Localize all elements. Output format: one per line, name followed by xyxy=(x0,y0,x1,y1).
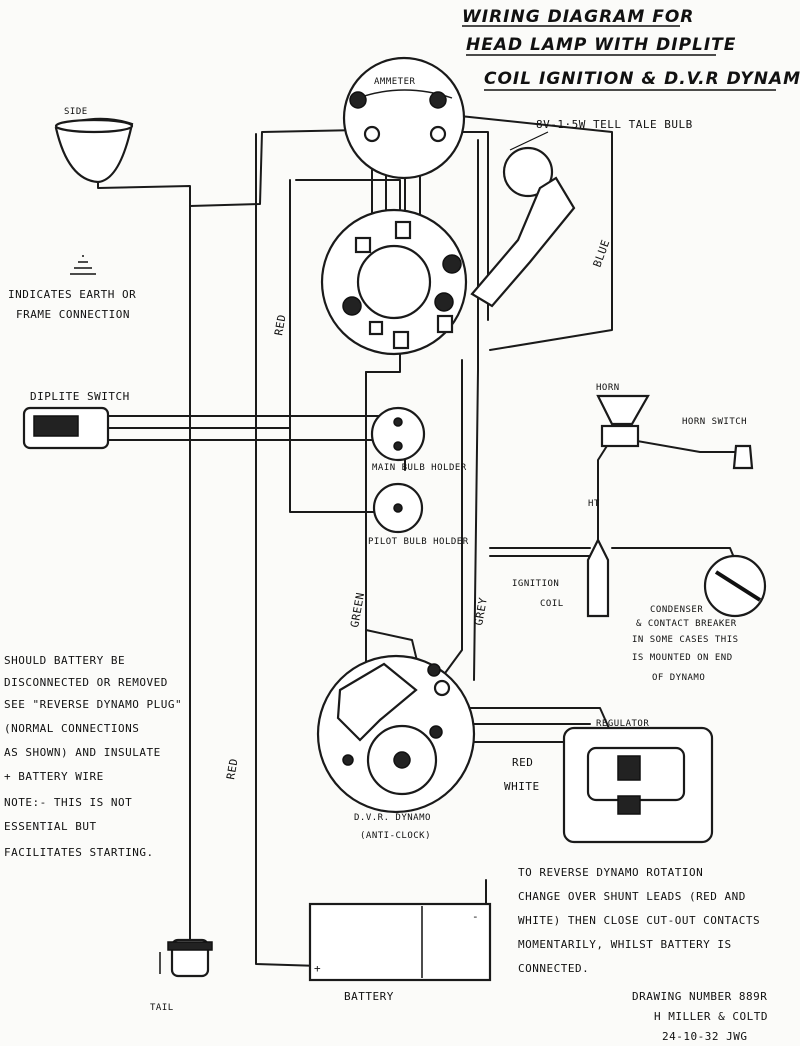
title-line-2: HEAD LAMP WITH DIPLITE xyxy=(466,35,736,55)
lighting-switch-panel xyxy=(320,208,468,356)
side-label: SIDE xyxy=(64,107,88,117)
horn-label: HORN xyxy=(596,383,620,393)
regulator-label: REGULATOR xyxy=(596,719,649,729)
blue-wire-label: BLUE xyxy=(591,238,613,269)
ammeter: AMMETER xyxy=(342,56,466,180)
reverse-note-line-2: CHANGE OVER SHUNT LEADS (RED AND xyxy=(518,890,746,903)
battery: + - BATTERY xyxy=(308,902,492,1003)
tail-lamp: TAIL xyxy=(150,938,213,1013)
earth-legend-line-2: FRAME CONNECTION xyxy=(16,308,130,321)
reverse-note-line-1: TO REVERSE DYNAMO ROTATION xyxy=(518,866,703,879)
earth-legend-line-1: INDICATES EARTH OR xyxy=(8,288,136,301)
diagram-title: WIRING DIAGRAM FOR HEAD LAMP WITH DIPLIT… xyxy=(462,7,800,91)
condenser-label-4: IS MOUNTED ON END xyxy=(632,653,733,663)
title-line-1: WIRING DIAGRAM FOR xyxy=(462,7,694,27)
red-lead-label: RED xyxy=(512,756,533,769)
battery-minus-sign: - xyxy=(472,910,479,923)
condenser-label-3: IN SOME CASES THIS xyxy=(632,635,739,645)
dynamo-label-2: (ANTI-CLOCK) xyxy=(360,831,431,841)
reverse-note-line-3: WHITE) THEN CLOSE CUT-OUT CONTACTS xyxy=(518,914,760,927)
condenser-label-5: OF DYNAMO xyxy=(652,673,705,683)
battery-note: SHOULD BATTERY BE DISCONNECTED OR REMOVE… xyxy=(4,654,182,859)
horn-switch: HORN SWITCH xyxy=(682,417,754,470)
horn-switch-label: HORN SWITCH xyxy=(682,417,747,427)
drawing-number: DRAWING NUMBER 889R xyxy=(632,990,767,1003)
green-wire-label: GREEN xyxy=(348,591,367,628)
battery-note-line-3: SEE "REVERSE DYNAMO PLUG" xyxy=(4,698,182,711)
earth-symbol xyxy=(70,255,96,275)
ht-label: HT xyxy=(588,499,600,509)
dvr-dynamo: D.V.R. DYNAMO (ANTI-CLOCK) xyxy=(316,654,476,841)
earth-legend: INDICATES EARTH OR FRAME CONNECTION xyxy=(8,255,136,321)
condenser-label-1: CONDENSER xyxy=(650,605,703,615)
battery-plus-sign: + xyxy=(314,962,321,975)
white-lead-label: WHITE xyxy=(504,780,540,793)
battery-note-line-4: (NORMAL CONNECTIONS xyxy=(4,722,139,735)
drawing-info: DRAWING NUMBER 889R H MILLER & COLTD 24-… xyxy=(632,990,768,1043)
battery-note-line-6: + BATTERY WIRE xyxy=(4,770,104,783)
dynamo-label-1: D.V.R. DYNAMO xyxy=(354,813,431,823)
main-bulb-label: MAIN BULB HOLDER xyxy=(372,463,467,473)
tell-tale-label: 8V-1·5W TELL TALE BULB xyxy=(536,118,693,131)
red-wire-label-lower: RED xyxy=(224,757,241,780)
battery-note-line-8: ESSENTIAL BUT xyxy=(4,820,97,833)
diplite-switch-label: DIPLITE SWITCH xyxy=(30,390,130,403)
tail-label: TAIL xyxy=(150,1003,174,1013)
ignition-coil-label-1: IGNITION xyxy=(512,579,559,589)
reverse-note-line-5: CONNECTED. xyxy=(518,962,589,975)
ammeter-label: AMMETER xyxy=(374,77,416,87)
drawing-date: 24-10-32 JWG xyxy=(662,1030,747,1043)
tell-tale-bulb: 8V-1·5W TELL TALE BULB xyxy=(470,118,693,308)
battery-note-line-9: FACILITATES STARTING. xyxy=(4,846,154,859)
ignition-coil-label-2: COIL xyxy=(540,599,564,609)
title-line-3: COIL IGNITION & D.V.R DYNAMO xyxy=(484,69,800,89)
condenser-contact-breaker: CONDENSER & CONTACT BREAKER IN SOME CASE… xyxy=(632,554,767,683)
battery-label: BATTERY xyxy=(344,990,394,1003)
pilot-bulb-label: PILOT BULB HOLDER xyxy=(368,537,469,547)
main-bulb-holder: MAIN BULB HOLDER xyxy=(370,406,467,473)
side-lamp: SIDE xyxy=(54,107,134,184)
battery-note-line-1: SHOULD BATTERY BE xyxy=(4,654,125,667)
drawing-maker: H MILLER & COLTD xyxy=(654,1010,768,1023)
horn: HORN xyxy=(596,383,650,448)
condenser-label-2: & CONTACT BREAKER xyxy=(636,619,737,629)
ignition-coil: HT IGNITION COIL xyxy=(512,499,610,618)
battery-note-line-7: NOTE:- THIS IS NOT xyxy=(4,796,132,809)
grey-wire-label: GREY xyxy=(472,596,490,626)
red-wire-label-upper: RED xyxy=(272,313,289,336)
battery-note-line-5: AS SHOWN) AND INSULATE xyxy=(4,746,161,759)
pilot-bulb-holder: PILOT BULB HOLDER xyxy=(368,482,469,547)
reverse-rotation-note: TO REVERSE DYNAMO ROTATION CHANGE OVER S… xyxy=(518,866,760,975)
battery-note-line-2: DISCONNECTED OR REMOVED xyxy=(4,676,168,689)
regulator: REGULATOR xyxy=(562,719,714,844)
diplite-switch: DIPLITE SWITCH xyxy=(22,390,130,450)
reverse-note-line-4: MOMENTARILY, WHILST BATTERY IS xyxy=(518,938,732,951)
